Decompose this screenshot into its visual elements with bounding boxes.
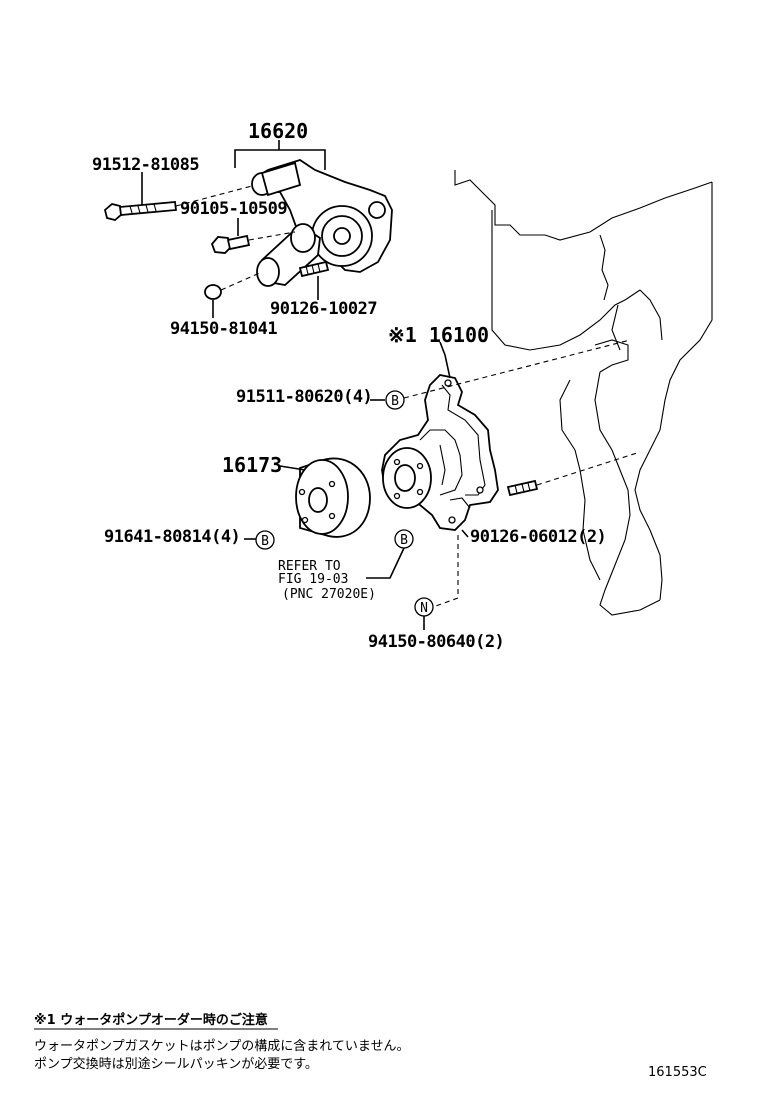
label-90126-06012[interactable]: 90126-06012(2): [470, 527, 607, 547]
bolt-90105: [210, 231, 296, 254]
label-90105-10509[interactable]: 90105-10509: [180, 199, 288, 219]
tensioner-assembly: [251, 159, 393, 287]
label-refer-to: REFER TO: [278, 559, 341, 574]
label-94150-80640[interactable]: 94150-80640(2): [368, 632, 505, 652]
figure-id: 161553C: [648, 1065, 707, 1080]
label-16100[interactable]: ※1 16100: [388, 323, 489, 347]
projection-lines: [403, 339, 641, 608]
stud-90126a: [298, 260, 330, 278]
marker-n: N: [414, 597, 434, 617]
pulley-16173: [295, 457, 371, 538]
label-91511-80620[interactable]: 91511-80620(4): [236, 387, 373, 407]
label-16620[interactable]: 16620: [248, 119, 308, 143]
bolt-91512: [103, 185, 253, 221]
water-pump: [381, 374, 499, 531]
leader-lines: [141, 140, 469, 630]
note-line-1: ウォータポンプガスケットはポンプの構成に含まれていません。: [34, 1038, 409, 1054]
svg-text:B: B: [391, 394, 399, 409]
svg-text:B: B: [261, 534, 269, 549]
svg-text:N: N: [420, 601, 428, 616]
label-16173[interactable]: 16173: [222, 453, 282, 477]
engine-block-outline: [454, 170, 713, 616]
note-title: ※1 ウォータポンプオーダー時のご注意: [34, 1012, 268, 1028]
svg-text:B: B: [400, 533, 408, 548]
label-91512-81085[interactable]: 91512-81085: [92, 155, 200, 175]
label-91641-80814[interactable]: 91641-80814(4): [104, 527, 241, 547]
label-refer-pnc: (PNC 27020E): [282, 587, 376, 602]
label-refer-fig[interactable]: FIG 19-03: [278, 572, 348, 587]
note-block: ※1 ウォータポンプオーダー時のご注意 ウォータポンプガスケットはポンプの構成に…: [34, 1012, 409, 1072]
note-line-2: ポンプ交換時は別途シールパッキンが必要です。: [34, 1056, 318, 1072]
nut-94150a: [204, 271, 263, 300]
marker-b-91511: B: [385, 390, 405, 410]
label-94150-81041[interactable]: 94150-81041: [170, 319, 278, 339]
stud-90126b: [506, 479, 539, 497]
marker-b-91641: B: [255, 530, 275, 550]
label-90126-10027[interactable]: 90126-10027: [270, 299, 378, 319]
marker-b-refer: B: [394, 529, 414, 549]
